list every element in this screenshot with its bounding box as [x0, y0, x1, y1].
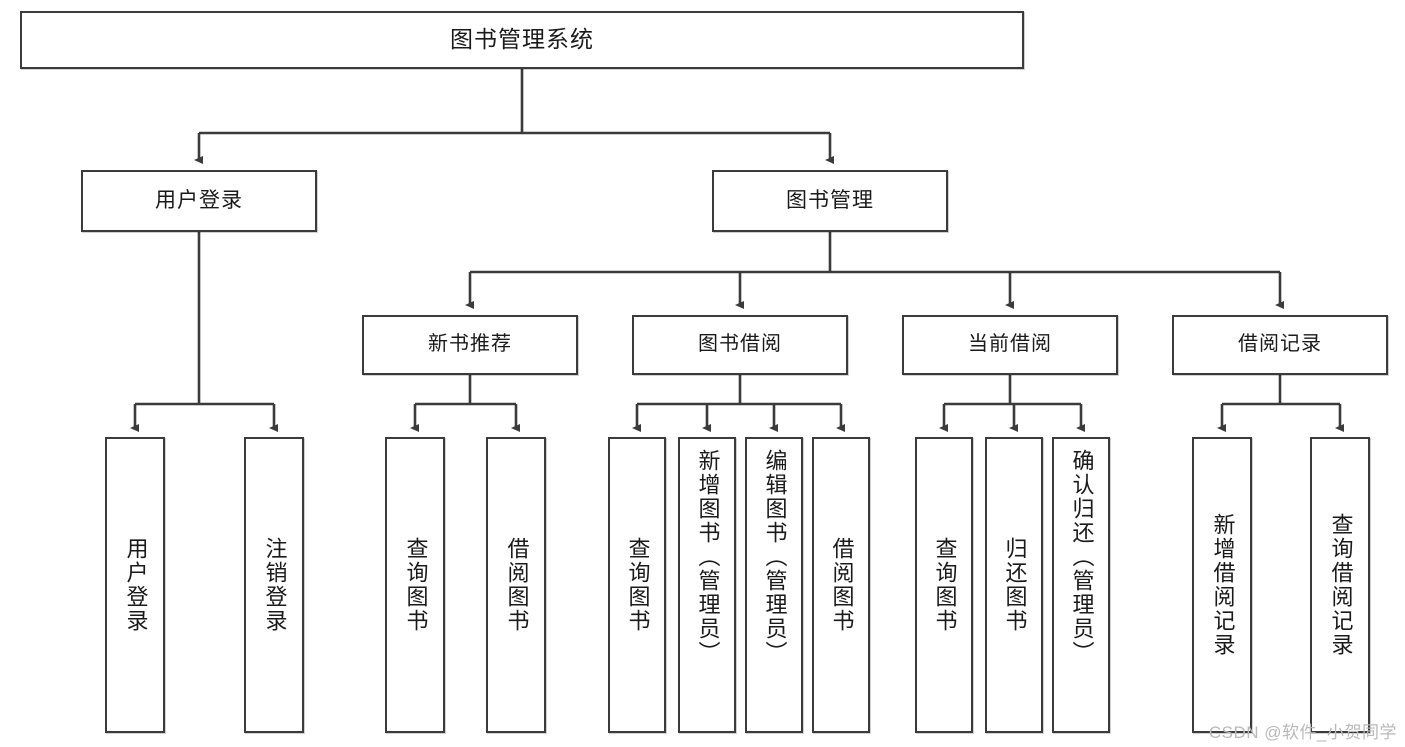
node-borrow-record-label: 借阅记录 [1238, 333, 1322, 356]
node-leaf-query-borrow-record[interactable]: 查询借阅记录 [1310, 437, 1370, 733]
node-leaf-add-book-admin[interactable]: 新增图书（管理员） [678, 437, 736, 733]
node-book-manage-label: 图书管理 [786, 188, 874, 212]
node-leaf-query-book-b-label: 查询图书 [625, 537, 651, 633]
node-book-borrow-label: 图书借阅 [698, 333, 782, 356]
node-borrow-record[interactable]: 借阅记录 [1172, 315, 1388, 375]
node-leaf-borrow-book-rec-label: 借阅图书 [504, 537, 530, 633]
node-new-book-recommend-label: 新书推荐 [428, 333, 512, 356]
node-leaf-user-logout-label: 注销登录 [262, 537, 288, 633]
node-leaf-return-book-label: 归还图书 [1002, 537, 1028, 633]
node-leaf-user-login[interactable]: 用户登录 [105, 437, 165, 733]
node-root[interactable]: 图书管理系统 [20, 11, 1024, 69]
node-leaf-query-borrow-record-label: 查询借阅记录 [1328, 513, 1354, 657]
node-leaf-user-login-label: 用户登录 [123, 537, 149, 633]
node-current-borrow-label: 当前借阅 [968, 333, 1052, 356]
node-leaf-add-borrow-record-label: 新增借阅记录 [1210, 513, 1236, 657]
node-leaf-confirm-return-admin-label: 确认归还（管理员） [1069, 449, 1095, 665]
node-leaf-query-book-c[interactable]: 查询图书 [915, 437, 973, 733]
node-leaf-borrow-book-b[interactable]: 借阅图书 [812, 437, 870, 733]
node-book-borrow[interactable]: 图书借阅 [632, 315, 848, 375]
node-leaf-borrow-book-b-label: 借阅图书 [829, 537, 855, 633]
node-leaf-return-book[interactable]: 归还图书 [985, 437, 1043, 733]
node-leaf-edit-book-admin[interactable]: 编辑图书（管理员） [745, 437, 803, 733]
node-leaf-add-borrow-record[interactable]: 新增借阅记录 [1192, 437, 1252, 733]
node-leaf-edit-book-admin-label: 编辑图书（管理员） [762, 449, 788, 665]
csdn-watermark: CSDN @软件_小贺同学 [1208, 723, 1397, 742]
node-leaf-borrow-book-rec[interactable]: 借阅图书 [486, 437, 546, 733]
node-leaf-user-logout[interactable]: 注销登录 [244, 437, 304, 733]
node-leaf-query-book-rec[interactable]: 查询图书 [385, 437, 445, 733]
node-user-login-label: 用户登录 [155, 188, 243, 212]
node-new-book-recommend[interactable]: 新书推荐 [362, 315, 578, 375]
node-leaf-add-book-admin-label: 新增图书（管理员） [695, 449, 721, 665]
node-leaf-query-book-b[interactable]: 查询图书 [608, 437, 666, 733]
node-leaf-query-book-c-label: 查询图书 [932, 537, 958, 633]
node-leaf-confirm-return-admin[interactable]: 确认归还（管理员） [1052, 437, 1110, 733]
node-current-borrow[interactable]: 当前借阅 [902, 315, 1118, 375]
node-root-label: 图书管理系统 [450, 26, 594, 53]
node-leaf-query-book-rec-label: 查询图书 [403, 537, 429, 633]
node-user-login[interactable]: 用户登录 [81, 170, 317, 232]
node-book-manage[interactable]: 图书管理 [712, 170, 948, 232]
